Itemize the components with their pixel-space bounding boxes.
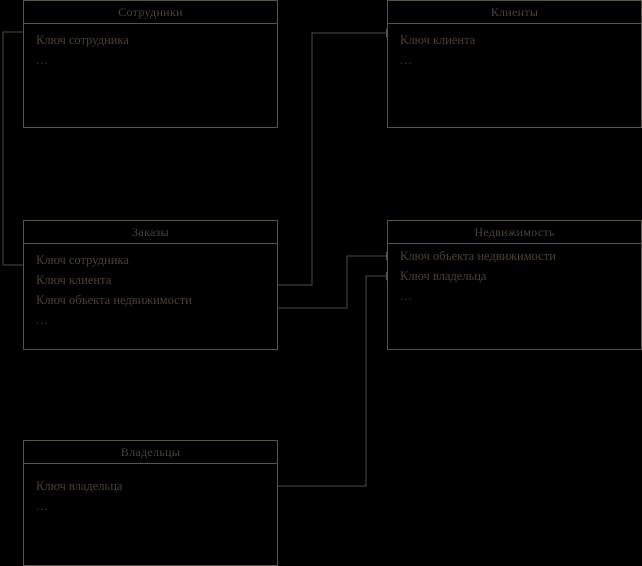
entity-field: Ключ объекта недвижимости — [36, 293, 192, 307]
connector-orders-realty — [263, 251, 395, 313]
entity-clients[interactable]: Клиенты Ключ клиента ... — [387, 0, 642, 128]
entity-orders[interactable]: Заказы Ключ сотрудника Ключ клиента Ключ… — [23, 220, 278, 350]
entity-field: Ключ клиента — [36, 273, 112, 287]
entity-field-list: Ключ владельца ... — [24, 464, 277, 516]
entity-title: Сотрудники — [24, 1, 277, 24]
entity-field: Ключ объекта недвижимости — [400, 249, 556, 263]
entity-title: Владельцы — [24, 441, 277, 464]
entity-field-ellipsis: ... — [36, 313, 49, 327]
entity-field-ellipsis: ... — [400, 289, 413, 303]
entity-field-list: Ключ клиента ... — [388, 24, 641, 70]
entity-employees[interactable]: Сотрудники Ключ сотрудника ... — [23, 0, 278, 128]
entity-field-list: Ключ сотрудника ... — [24, 24, 277, 70]
entity-title: Заказы — [24, 221, 277, 244]
entity-field: Ключ сотрудника — [36, 33, 129, 47]
entity-field-list: Ключ сотрудника Ключ клиента Ключ объект… — [24, 244, 277, 330]
entity-field-ellipsis: ... — [36, 53, 49, 67]
entity-field-ellipsis: ... — [400, 53, 413, 67]
entity-title: Клиенты — [388, 1, 641, 24]
entity-field: Ключ клиента — [400, 33, 476, 47]
entity-owners[interactable]: Владельцы Ключ владельца ... — [23, 440, 278, 566]
entity-title: Недвижимость — [388, 221, 641, 244]
entity-field-list: Ключ объекта недвижимости Ключ владельца… — [388, 244, 641, 306]
entity-realty[interactable]: Недвижимость Ключ объекта недвижимости К… — [387, 220, 642, 350]
entity-field: Ключ владельца — [400, 269, 487, 283]
entity-field-ellipsis: ... — [36, 499, 49, 513]
entity-field: Ключ сотрудника — [36, 253, 129, 267]
entity-field: Ключ владельца — [36, 479, 123, 493]
